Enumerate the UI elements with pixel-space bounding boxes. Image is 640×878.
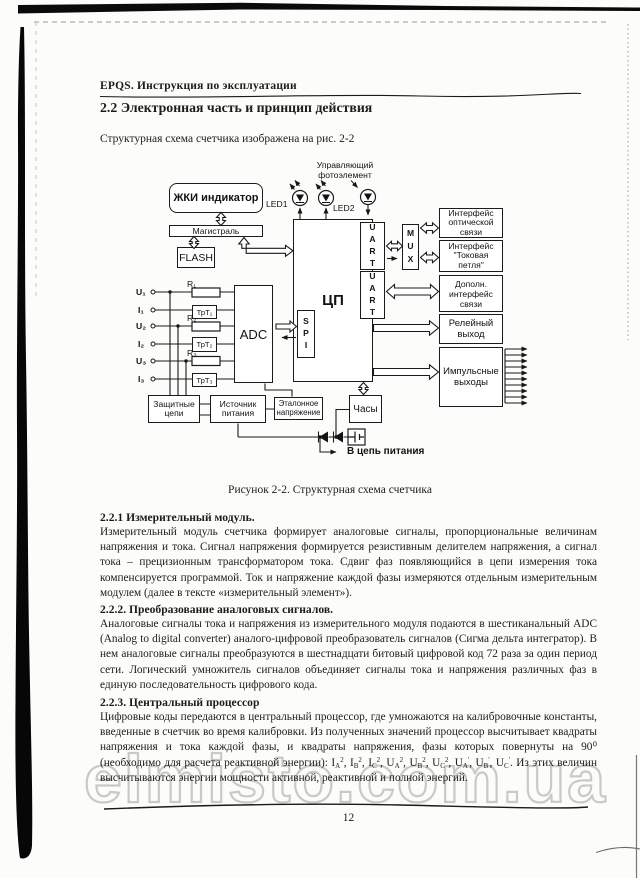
led2-label: LED2 <box>333 203 355 213</box>
page-header: EPQS. Инструкция по эксплуатации <box>100 80 297 92</box>
intro-text: Структурная схема счетчика изображена на… <box>100 133 355 145</box>
photo-element-label-line2: фотоэлемент <box>318 170 372 180</box>
section-1-heading: 2.2.1 Измерительный модуль. <box>100 511 255 524</box>
input-label-i3: I₃ <box>138 374 145 384</box>
figure-caption: Рисунок 2-2. Структурная схема счетчика <box>228 484 432 496</box>
uart1-box: UART <box>360 222 385 270</box>
led1-label: LED1 <box>266 199 288 209</box>
transformer-trt3-box: ТрТ₃ <box>192 373 217 387</box>
resistor-r1-label: R₁ <box>187 279 197 289</box>
footer-rule <box>103 803 589 810</box>
input-label-u2: U₂ <box>136 321 147 331</box>
diode-battery-icons <box>319 428 366 446</box>
energy-formula: IA2, IB2, IC2, UA2, UB2, UC2, UA', UB', … <box>331 755 517 770</box>
interface-additional-box: Дополн. интерфейс связи <box>439 275 503 312</box>
scan-left-strip <box>15 27 33 859</box>
resistor-r3-label: R₃ <box>187 348 197 358</box>
reference-voltage-box: Эталонное напряжение <box>274 397 323 420</box>
section-3-heading: 2.2.3. Центральный процессор <box>100 696 260 709</box>
resistor-r2-label: R₂ <box>187 313 197 323</box>
clock-box: Часы <box>349 395 382 423</box>
lcd-indicator-box: ЖКИ индикатор <box>169 183 263 213</box>
flash-box: FLASH <box>177 247 215 268</box>
photo-element-label: Управляющий фотоэлемент <box>305 160 385 180</box>
section-3-text-before: Цифровые коды передаются в центральный п… <box>100 711 597 769</box>
scan-top-bar <box>18 2 640 14</box>
transformer-trt1-box: ТрТ₁ <box>192 305 217 319</box>
photo-element-label-line1: Управляющий <box>316 160 374 170</box>
pulse-outputs-box: Импульсные выходы <box>439 347 503 407</box>
section-1-body: Измерительный модуль счетчика формирует … <box>100 526 597 599</box>
input-label-i2: I₂ <box>138 339 145 349</box>
section-3-text-after: Из этих величин высчитываются энергии мо… <box>100 756 597 784</box>
page-number: 12 <box>342 812 355 824</box>
relay-output-box: Релейный выход <box>439 314 503 344</box>
header-underline <box>99 92 582 98</box>
adc-box: ADC <box>234 285 273 383</box>
interface-optical-box: Интерфейс оптической связи <box>439 208 503 238</box>
input-label-u3: U₃ <box>136 356 147 366</box>
interface-current-loop-box: Интерфейс "Токовая петля" <box>439 240 503 272</box>
section-3-body: Цифровые коды передаются в центральный п… <box>100 710 597 786</box>
input-label-u1: U₁ <box>136 287 146 297</box>
uart2-box: UART <box>360 271 385 319</box>
power-circuit-label: В цепь питания <box>347 446 425 457</box>
section-title: 2.2 Электронная часть и принцип действия <box>100 100 373 115</box>
scan-bottom-curve <box>595 846 640 854</box>
bus-bar: Магистраль <box>169 225 263 237</box>
section-2-body: Аналоговые сигналы тока и напряжения из … <box>100 618 597 691</box>
spi-box: SPI <box>297 310 315 358</box>
input-label-i1: I₁ <box>138 305 144 315</box>
section-2-heading: 2.2.2. Преобразование аналоговых сигнало… <box>100 603 334 616</box>
protection-circuits-box: Защитные цепи <box>148 395 200 423</box>
mux-box: MUX <box>402 224 419 270</box>
power-supply-box: Источник питания <box>210 395 266 423</box>
